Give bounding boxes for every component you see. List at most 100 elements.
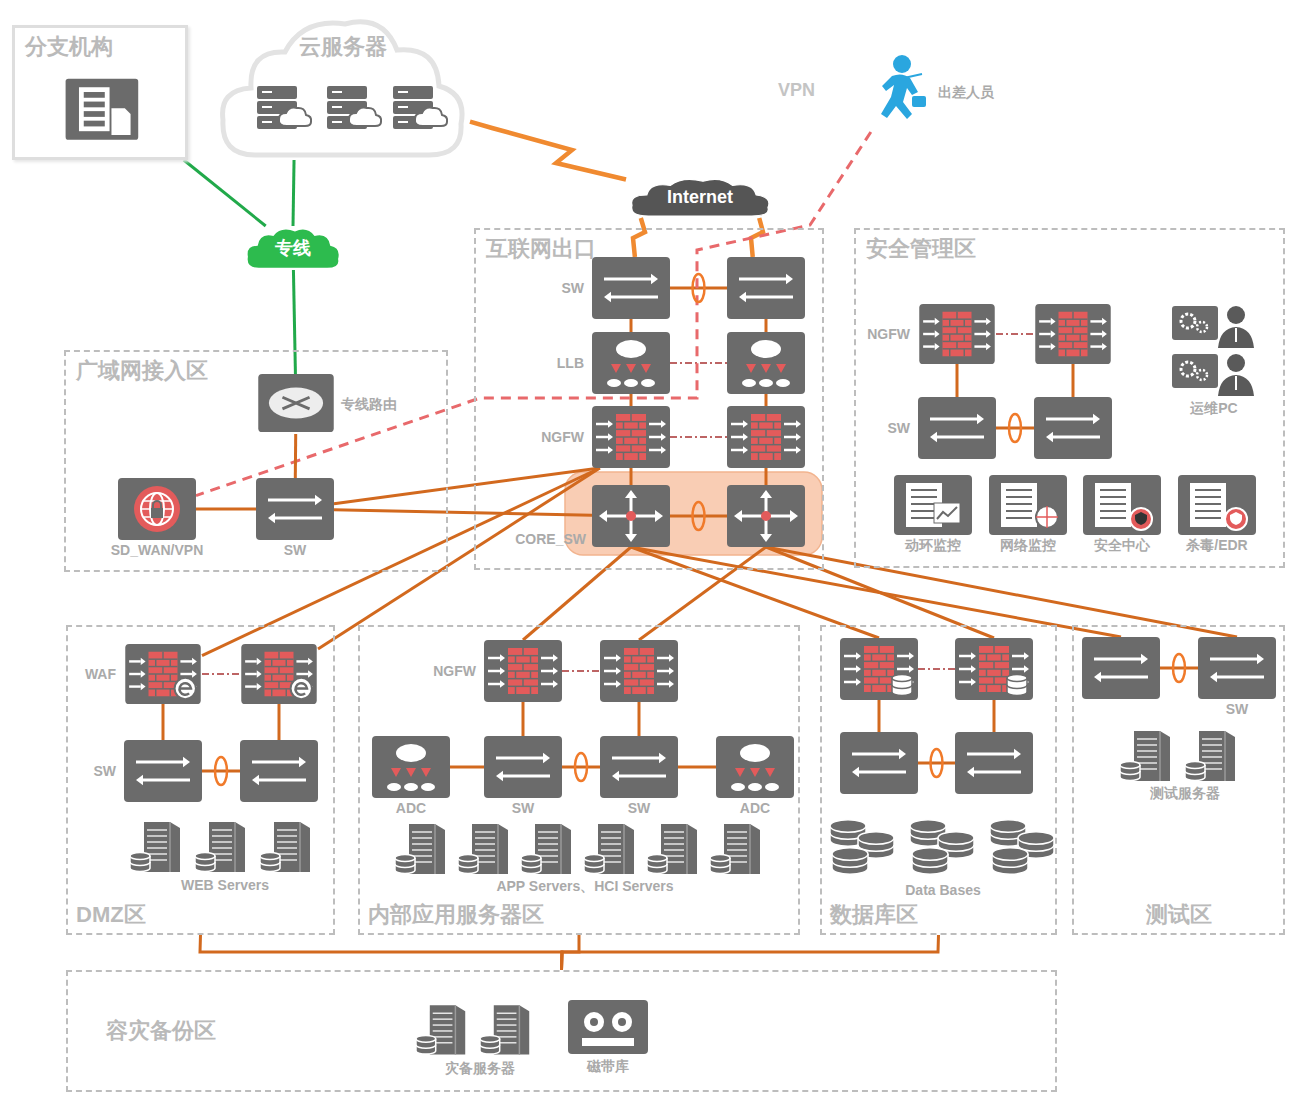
zone-title: DMZ区 [76,902,146,927]
network-link [996,427,1034,430]
router-node: 专线路由 [257,374,335,434]
dbfw-icon [840,638,918,700]
llb-node [727,332,805,394]
zx-node: 专线 [244,226,342,270]
device-label: NGFW [541,429,584,445]
device-label: CORE_SW [515,531,586,547]
device-label: SW [1226,701,1249,717]
network-link [318,468,600,649]
network-link [638,702,641,736]
core-node: CORE_SW [592,485,670,547]
sw-node: SW [256,478,334,540]
fw-icon [727,406,805,468]
fw-icon [918,304,996,364]
vpn-node: SD_WAN/VPN [118,478,196,540]
device-label: SD_WAN/VPN [111,542,204,558]
tape-icon [568,1000,648,1056]
person-node: 出差人员 [862,52,932,132]
network-link [678,766,716,769]
fw-icon [592,406,670,468]
zone-node: NGFWADCSWSWADCAPP Servers、HCI Servers内部应… [358,625,800,935]
fw-node [727,406,805,468]
ha-link [918,668,955,670]
network-link [162,704,165,740]
network-link [202,468,600,656]
llb-icon [727,332,805,394]
device-label: 网络监控 [1000,537,1056,553]
device-label: SW [512,800,535,816]
sw-node [240,740,318,802]
fw-icon [1034,304,1112,364]
lag-ring [693,502,705,530]
mon3-icon [1083,475,1161,535]
srv2-node: 测试服务器 [1120,727,1250,783]
dbfw-node [955,638,1033,700]
mon2-node: 网络监控 [989,475,1067,535]
network-link [633,218,645,257]
sw-icon [727,257,805,319]
sw-icon [918,397,996,459]
waf-node [240,644,318,704]
sw-node: SW [600,736,678,798]
ha-link [202,673,240,675]
cloudzone-icon [215,10,470,160]
llb-node: LLB [592,332,670,394]
network-link [630,468,633,485]
network-link [765,319,768,332]
sw-node [840,732,918,794]
network-link [278,704,281,740]
sw-icon [484,736,562,798]
device-label: Internet [667,187,733,208]
tape-node: 磁带库 [568,1000,648,1056]
core-icon [727,485,805,547]
sw-node [727,257,805,319]
srv3-icon [130,817,320,875]
lag-ring [215,757,227,785]
lag-ring [1173,654,1185,682]
device-label: 杀毒/EDR [1186,537,1247,553]
zone-title: 分支机构 [25,34,113,59]
core-highlight [565,472,822,555]
device-label: SW [93,763,116,779]
adc-node: ADC [372,736,450,798]
sw-icon [256,478,334,540]
network-link [631,547,1121,637]
dbfw-icon [955,638,1033,700]
zone-title: 测试区 [1146,902,1212,927]
vpn-link [196,132,871,496]
mon3-node: 安全中心 [1083,475,1161,535]
srv6-icon [395,820,775,876]
fw-icon [484,640,562,702]
srv2-icon [1120,727,1250,783]
device-label: 测试服务器 [1150,785,1220,801]
adc-icon [716,736,794,798]
lag-ring [575,753,587,781]
network-link [522,702,525,736]
lag-ring [693,274,705,302]
srv6-node: APP Servers、HCI Servers [395,820,775,876]
network-link [334,510,592,515]
network-link [196,508,256,511]
network-link [1072,364,1075,397]
device-label: 动环监控 [905,537,961,553]
network-link [450,766,484,769]
sw-icon [955,732,1033,794]
zone-node: SW 测试服务器测试区 [1072,625,1285,935]
zone-title: 广域网接入区 [76,358,208,383]
sw-node: SW [592,257,670,319]
inet-node: Internet [626,176,774,218]
device-label: WAF [85,666,116,682]
network-link [293,160,294,226]
sw-icon [840,732,918,794]
person-icon [862,52,932,132]
device-label: 出差人员 [938,84,994,100]
ha-link [670,436,727,438]
device-label: 运维PC [1190,400,1237,416]
router-icon [257,374,335,434]
sw-node: SW [918,397,996,459]
device-label: APP Servers、HCI Servers [496,878,673,894]
device-label: 专线路由 [341,396,397,412]
network-link [184,160,266,226]
adc-icon [372,736,450,798]
